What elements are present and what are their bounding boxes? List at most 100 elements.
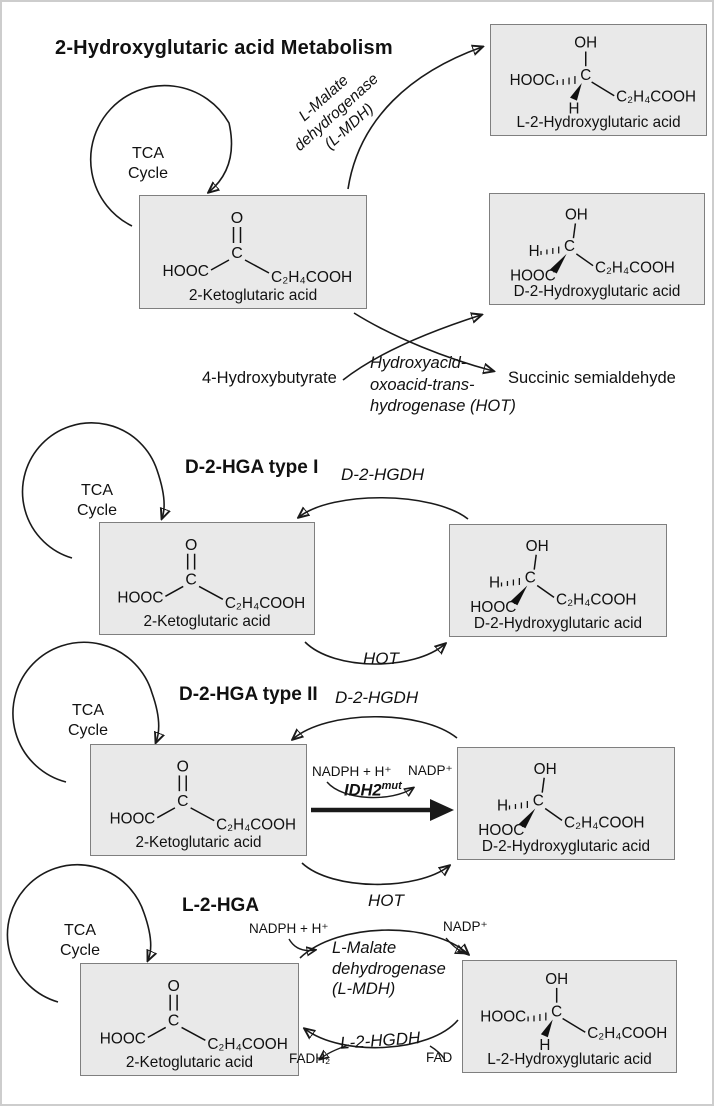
tca-cycle-arrow-s2 — [21, 422, 165, 559]
svg-text:C: C — [551, 1004, 562, 1021]
svg-text:HOOC: HOOC — [510, 267, 556, 284]
svg-text:H: H — [489, 574, 500, 591]
section-header-d2hga-type2: D-2-HGA type II — [179, 684, 318, 705]
svg-text:H: H — [529, 243, 540, 260]
svg-text:C₂H₄COOH: C₂H₄COOH — [616, 89, 696, 106]
svg-text:D-2-Hydroxyglutaric acid: D-2-Hydroxyglutaric acid — [514, 283, 681, 300]
box-d2-hydroxyglutaric-acid-s1: OH C H HOOC C₂H₄COOH D-2-Hydroxyglutaric… — [489, 193, 705, 305]
cofactor-curve-s3 — [326, 781, 413, 799]
d2hgdh-label-s2: D-2-HGDH — [341, 465, 425, 484]
svg-text:HOOC: HOOC — [163, 263, 210, 280]
svg-text:HOOC: HOOC — [470, 599, 516, 616]
nadph-hook-s4 — [288, 938, 315, 951]
nadph-label-s4: NADPH + H⁺ — [249, 921, 329, 936]
svg-text:OH: OH — [574, 35, 597, 52]
svg-text:HOOC: HOOC — [110, 811, 156, 828]
keto-to-succinic-arrow-s1 — [353, 312, 493, 371]
svg-text:2-Ketoglutaric acid: 2-Ketoglutaric acid — [126, 1054, 253, 1071]
svg-text:O: O — [177, 759, 189, 776]
tca-cycle-arrow-s3 — [12, 641, 159, 783]
svg-text:OH: OH — [565, 207, 588, 224]
svg-text:C: C — [185, 571, 196, 588]
box-2-ketoglutaric-acid-s1: O C HOOC C₂H₄COOH 2-Ketoglutaric acid — [139, 195, 367, 309]
molecule-2-ketoglutaric-s2: O C HOOC C₂H₄COOH 2-Ketoglutaric acid — [117, 537, 305, 630]
svg-text:C: C — [580, 67, 591, 84]
svg-text:C₂H₄COOH: C₂H₄COOH — [556, 591, 637, 608]
svg-text:C₂H₄COOH: C₂H₄COOH — [216, 816, 296, 833]
svg-text:2-Ketoglutaric acid: 2-Ketoglutaric acid — [189, 287, 317, 304]
box-2-ketoglutaric-acid-s3: O C HOOC C₂H₄COOH 2-Ketoglutaric acid — [90, 744, 307, 856]
section-header-l2hga: L-2-HGA — [182, 895, 260, 916]
page-title: 2-Hydroxyglutaric acid Metabolism — [55, 37, 393, 59]
svg-text:D-2-Hydroxyglutaric acid: D-2-Hydroxyglutaric acid — [482, 838, 650, 855]
d2hgdh-arrow-s2 — [299, 496, 469, 520]
section-header-d2hga-type1: D-2-HGA type I — [185, 457, 319, 478]
fadh2-hook-s4 — [320, 1044, 350, 1059]
svg-text:O: O — [167, 978, 179, 995]
l2hgdh-arrow-s4 — [305, 1019, 459, 1049]
idh2-mut-label: IDH2mut — [344, 780, 402, 800]
d2hgdh-label-s3: D-2-HGDH — [335, 688, 419, 707]
d2hgdh-arrow-s3 — [293, 715, 458, 739]
molecule-2-ketoglutaric-s1: O C HOOC C₂H₄COOH 2-Ketoglutaric acid — [163, 210, 353, 304]
svg-text:D-2-Hydroxyglutaric acid: D-2-Hydroxyglutaric acid — [474, 615, 642, 632]
svg-text:C: C — [231, 245, 243, 262]
svg-text:H: H — [568, 100, 579, 117]
fad-hook-s4 — [429, 1045, 446, 1061]
box-2-ketoglutaric-acid-s2: O C HOOC C₂H₄COOH 2-Ketoglutaric acid — [99, 522, 315, 635]
svg-text:C₂H₄COOH: C₂H₄COOH — [225, 595, 305, 612]
molecule-d2hga-s3: OH C H HOOC C₂H₄COOH D-2-Hydroxyglutaric… — [478, 761, 650, 855]
lmdh-enzyme-label-s4: L-Malate dehydrogenase (L-MDH) — [332, 939, 446, 998]
svg-text:C₂H₄COOH: C₂H₄COOH — [595, 260, 675, 277]
box-l2-hydroxyglutaric-acid-s4: OH C HOOC H C₂H₄COOH L-2-Hydroxyglutaric… — [462, 960, 677, 1073]
svg-text:C: C — [168, 1012, 179, 1029]
tca-cycle-arrow-s1 — [89, 84, 233, 227]
svg-text:L-2-Hydroxyglutaric acid: L-2-Hydroxyglutaric acid — [516, 114, 680, 131]
hot-arrow-s3 — [301, 862, 449, 886]
hot-enzyme-label-s1: Hydroxyacid- oxoacid-trans- hydrogenase … — [370, 354, 516, 415]
fad-label: FAD — [426, 1050, 453, 1065]
svg-text:C₂H₄COOH: C₂H₄COOH — [207, 1036, 288, 1053]
svg-text:HOOC: HOOC — [117, 589, 163, 606]
nadp-label-s4: NADP⁺ — [443, 919, 488, 934]
hot-arrow-s2 — [304, 641, 445, 665]
molecule-2-ketoglutaric-s4: O C HOOC C₂H₄COOH 2-Ketoglutaric acid — [100, 978, 288, 1071]
svg-text:O: O — [231, 210, 243, 227]
svg-text:HOOC: HOOC — [510, 72, 556, 89]
svg-text:H: H — [497, 797, 508, 814]
box-d2-hydroxyglutaric-acid-s2: OH C H HOOC C₂H₄COOH D-2-Hydroxyglutaric… — [449, 524, 667, 637]
tca-cycle-arrow-s4 — [6, 863, 150, 1003]
molecule-d2hga-s2: OH C H HOOC C₂H₄COOH D-2-Hydroxyglutaric… — [470, 538, 642, 632]
svg-text:C₂H₄COOH: C₂H₄COOH — [271, 269, 352, 286]
svg-text:C: C — [177, 793, 188, 810]
svg-text:2-Ketoglutaric acid: 2-Ketoglutaric acid — [135, 834, 261, 851]
svg-text:HOOC: HOOC — [480, 1008, 526, 1025]
lmdh-arrow-s1 — [347, 47, 482, 190]
box-l2-hydroxyglutaric-acid-s1: OH C HOOC H C₂H₄COOH L-2-Hydroxyglutaric… — [490, 24, 707, 136]
idh2-thick-arrow-head — [430, 799, 454, 821]
hot-label-s2: HOT — [363, 649, 399, 668]
svg-text:OH: OH — [545, 971, 568, 988]
svg-text:C: C — [564, 238, 575, 255]
svg-text:C₂H₄COOH: C₂H₄COOH — [564, 814, 645, 831]
nadph-label-s3: NADPH + H⁺ — [312, 764, 392, 779]
svg-text:HOOC: HOOC — [478, 822, 524, 839]
hydroxybutyrate-to-dhga-arrow-s1 — [342, 315, 481, 381]
svg-text:H: H — [539, 1037, 550, 1054]
molecule-l2hga-s1: OH C HOOC H C₂H₄COOH L-2-Hydroxyglutaric… — [510, 35, 696, 132]
svg-text:OH: OH — [526, 538, 549, 555]
svg-text:OH: OH — [534, 761, 557, 778]
molecule-2-ketoglutaric-s3: O C HOOC C₂H₄COOH 2-Ketoglutaric acid — [110, 759, 296, 852]
box-d2-hydroxyglutaric-acid-s3: OH C H HOOC C₂H₄COOH D-2-Hydroxyglutaric… — [457, 747, 675, 860]
product-succinic-semialdehyde: Succinic semialdehyde — [508, 369, 676, 387]
svg-text:2-Ketoglutaric acid: 2-Ketoglutaric acid — [143, 613, 270, 630]
nadp-label-s3: NADP⁺ — [408, 763, 453, 778]
substrate-4-hydroxybutyrate: 4-Hydroxybutyrate — [202, 369, 337, 387]
nadp-hook-s4 — [445, 937, 464, 953]
